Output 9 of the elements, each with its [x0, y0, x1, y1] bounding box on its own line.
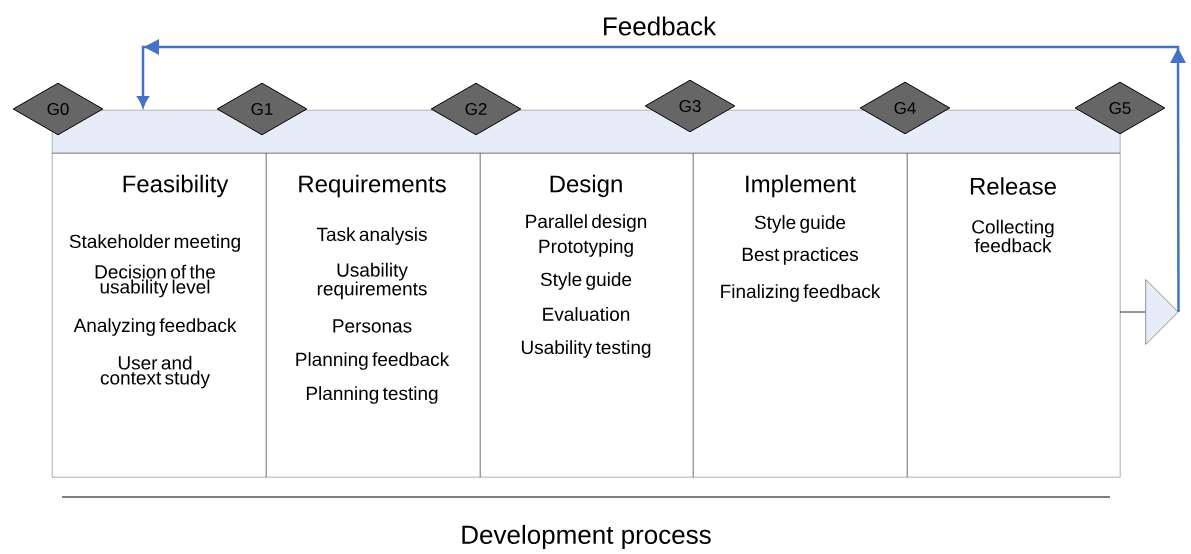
block-arrow	[1120, 279, 1179, 345]
phase-column: Release Collecting feedback	[907, 153, 1121, 478]
phase-column: Feasibility Stakeholder meeting Decision of the usability level Analyzing feedback User and context study	[52, 153, 267, 478]
phase-column: Requirements Task analysis Usability requirements Personas Planning feedback Planning testing	[266, 153, 481, 478]
axis-caption: Development process	[462, 524, 711, 550]
edge-label: Feedback	[600, 15, 718, 37]
phase-column: Design Parallel design Prototyping Style guide Evaluation Usability testing	[480, 153, 694, 478]
phase-column: Implement Style guide Best practices Finalizing feedback	[693, 153, 908, 478]
feedback-arrow	[137, 39, 1186, 312]
